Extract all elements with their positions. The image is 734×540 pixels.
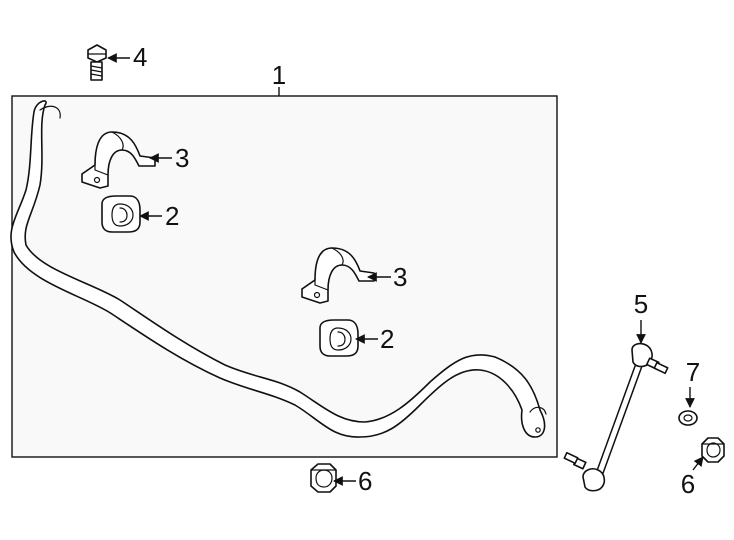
callout-4: 4 [133, 42, 147, 72]
leader-line-6-right [692, 456, 704, 471]
callout-3-lower: 3 [393, 262, 407, 292]
nut-bottom[interactable] [310, 463, 337, 493]
bracket-upper[interactable] [81, 131, 156, 189]
stabilizer-link[interactable] [563, 342, 669, 492]
stabilizer-bar[interactable] [10, 100, 547, 438]
callout-3-upper: 3 [175, 143, 189, 173]
bushing-lower[interactable] [319, 319, 359, 357]
bushing-upper[interactable] [101, 195, 141, 233]
callout-7: 7 [686, 357, 700, 387]
callout-6-bottom: 6 [358, 466, 372, 496]
callout-2-upper: 2 [165, 201, 179, 231]
bracket-lower[interactable] [301, 247, 375, 304]
nut-right[interactable] [701, 437, 725, 463]
callout-2-lower: 2 [380, 324, 394, 354]
callout-6-right: 6 [681, 469, 695, 499]
callout-1: 1 [272, 60, 286, 90]
washer[interactable] [678, 410, 698, 426]
assembly-box [11, 95, 558, 458]
bolt[interactable] [87, 44, 107, 81]
callout-5: 5 [634, 289, 648, 319]
